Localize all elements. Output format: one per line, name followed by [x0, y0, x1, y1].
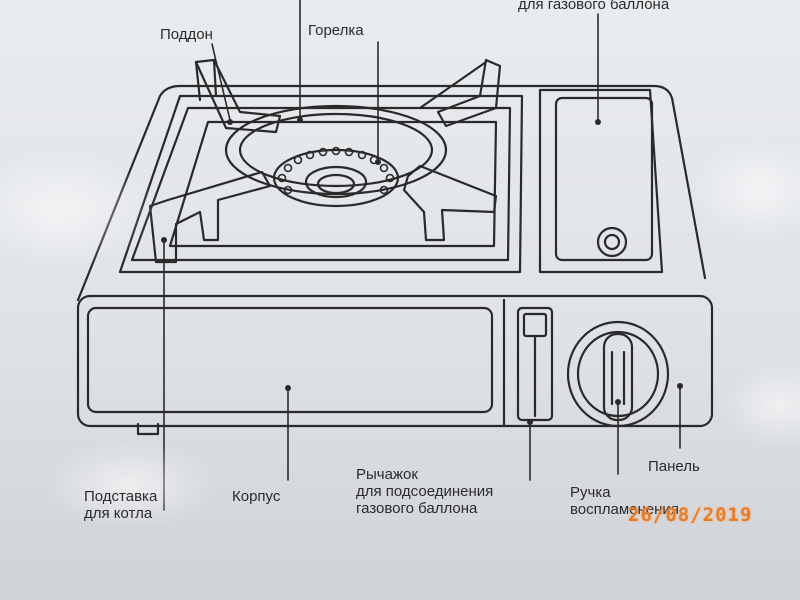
leader-tray	[211, 43, 231, 121]
label-knob: Ручка воспламенения	[570, 484, 679, 518]
cylinder-compartment	[538, 88, 664, 274]
support-arm-bottom-right	[402, 164, 498, 242]
cylinder-socket	[596, 226, 628, 258]
label-cylinder-top: для газового баллона	[518, 0, 670, 13]
stove-front-housing	[76, 294, 714, 428]
date-stamp: 26/08/2019	[628, 504, 753, 526]
tray-outer	[118, 94, 524, 274]
label-panel: Панель	[648, 458, 700, 475]
burner-cap	[272, 148, 400, 208]
support-arm-bottom-left	[148, 170, 272, 264]
label-stand: Подставка для котла	[84, 488, 158, 522]
body-window	[86, 306, 494, 414]
stove-foot	[136, 422, 160, 436]
stove-top-outline	[76, 84, 707, 302]
support-arm-top-right	[436, 58, 502, 128]
tray-inner	[130, 106, 512, 262]
label-lever: Рычажок для подсоединения газового балло…	[356, 466, 494, 517]
lever-slot	[516, 306, 554, 422]
burner-holes	[277, 146, 395, 195]
label-tray: Поддон	[160, 26, 213, 43]
label-body: Корпус	[232, 488, 281, 505]
lever-handle	[522, 312, 548, 338]
label-burner: Горелка	[308, 22, 364, 39]
